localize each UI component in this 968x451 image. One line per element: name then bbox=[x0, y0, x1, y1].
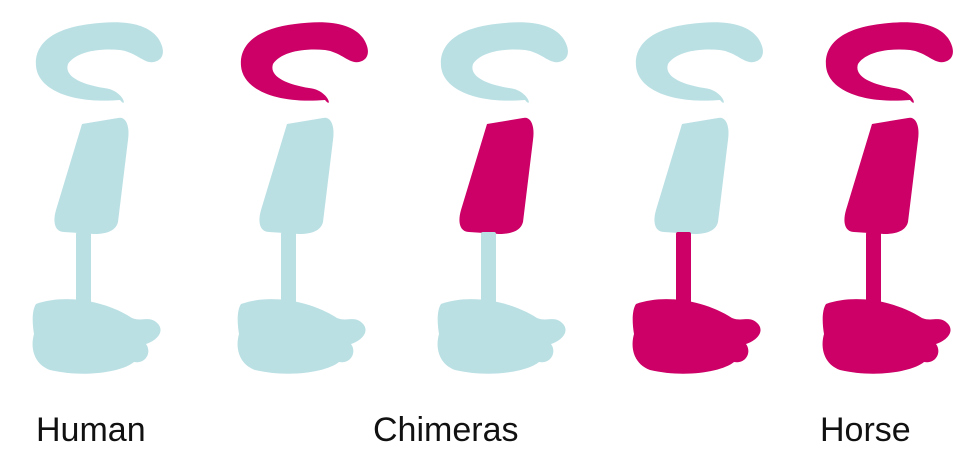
chimera-2-foot-domain bbox=[438, 299, 566, 374]
chimera-1-stalk-domain bbox=[281, 232, 296, 310]
horse-neck-domain bbox=[844, 118, 918, 234]
molecule-horse bbox=[823, 22, 953, 373]
human-stalk-domain bbox=[76, 232, 91, 310]
molecule-human bbox=[33, 22, 163, 373]
chimera-3-stalk-domain bbox=[676, 232, 691, 310]
chimera-1-foot-domain bbox=[238, 299, 366, 374]
chimera-2-stalk-domain bbox=[481, 232, 496, 310]
label-chimeras: Chimeras bbox=[373, 410, 518, 450]
human-neck-domain bbox=[54, 118, 128, 234]
chimera-2-neck-domain bbox=[459, 118, 533, 234]
chimera-3-neck-domain bbox=[654, 118, 728, 234]
chimera-diagram bbox=[0, 0, 968, 410]
molecule-chimera-3 bbox=[633, 22, 763, 373]
molecule-chimera-1 bbox=[238, 22, 368, 373]
human-head-domain bbox=[36, 22, 163, 103]
horse-foot-domain bbox=[823, 299, 951, 374]
horse-head-domain bbox=[826, 22, 953, 103]
molecule-chimera-2 bbox=[438, 22, 568, 373]
label-horse: Horse bbox=[820, 410, 911, 450]
chimera-1-head-domain bbox=[241, 22, 368, 103]
human-foot-domain bbox=[33, 299, 161, 374]
chimera-1-neck-domain bbox=[259, 118, 333, 234]
chimera-3-head-domain bbox=[636, 22, 763, 103]
label-human: Human bbox=[36, 410, 146, 450]
chimera-2-head-domain bbox=[441, 22, 568, 103]
chimera-3-foot-domain bbox=[633, 299, 761, 374]
horse-stalk-domain bbox=[866, 232, 881, 310]
